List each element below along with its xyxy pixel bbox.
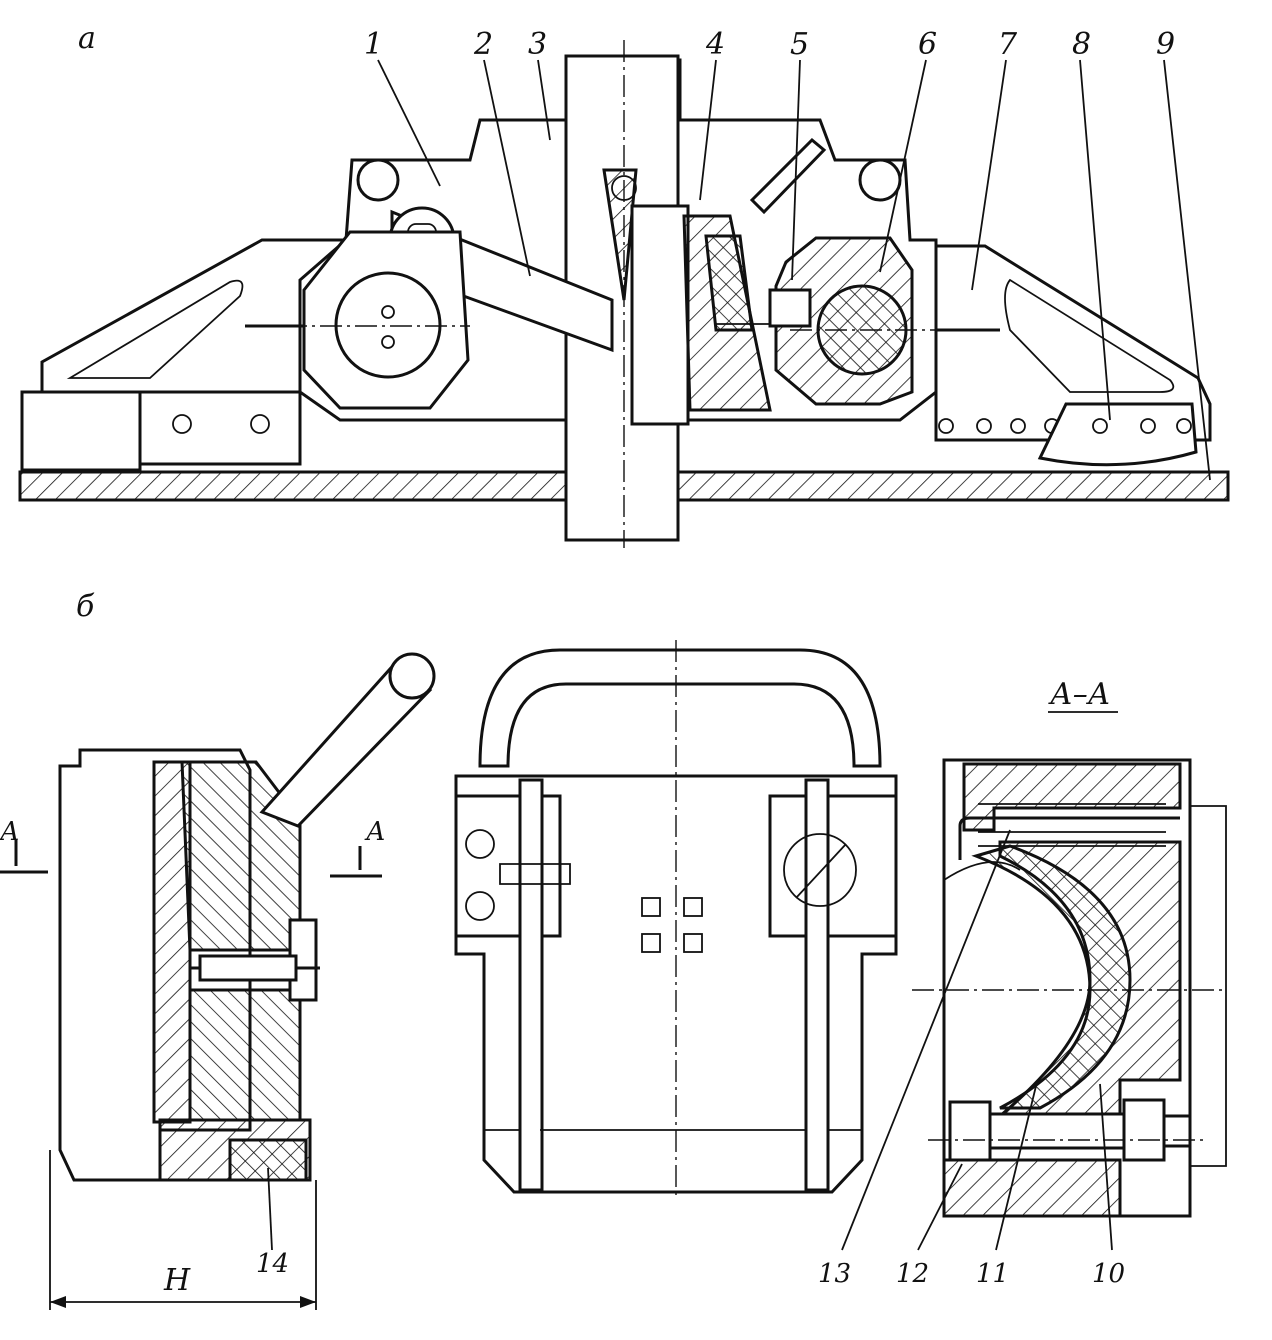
callout-12: 12 xyxy=(896,1259,929,1289)
front-view xyxy=(454,640,898,1200)
view-b-label: б xyxy=(76,589,95,624)
callout-10: 10 xyxy=(1092,1259,1125,1289)
rivet-icon xyxy=(172,414,270,434)
section-a-a: А–А xyxy=(818,677,1227,1289)
section-label: А–А xyxy=(1048,677,1110,712)
section-arrow-left: А xyxy=(0,817,20,847)
view-a: а xyxy=(18,21,1230,548)
view-a-label: а xyxy=(78,21,96,56)
jaw-insert-11 xyxy=(971,844,1132,1110)
view-b: б А А Н xyxy=(0,589,1227,1310)
callout-14: 14 xyxy=(256,1249,289,1279)
eccentric-disc xyxy=(334,271,442,379)
ring-right xyxy=(858,158,902,202)
callout-8: 8 xyxy=(1072,27,1091,62)
ring-left xyxy=(356,158,400,202)
rivet-pattern-icon xyxy=(641,897,703,953)
callout-1: 1 xyxy=(364,27,383,62)
bolt-head-12 xyxy=(948,1100,992,1162)
callout-4: 4 xyxy=(705,27,725,62)
callout-5: 5 xyxy=(790,27,809,62)
nut-14 xyxy=(228,1138,308,1182)
callout-13: 13 xyxy=(818,1259,851,1289)
carry-handle xyxy=(478,648,882,768)
left-base-block xyxy=(20,390,142,472)
callout-leaders-a xyxy=(377,59,1211,481)
callout-11: 11 xyxy=(976,1259,1009,1289)
handle-rod xyxy=(749,137,827,215)
callout-leaders-b xyxy=(841,829,1113,1251)
callout-2: 2 xyxy=(473,27,493,62)
callout-3: 3 xyxy=(528,27,547,62)
left-clamp-plate xyxy=(138,382,302,466)
callout-7: 7 xyxy=(998,27,1018,62)
dimension-h: Н xyxy=(163,1263,191,1298)
side-section: А А Н 14 xyxy=(0,652,436,1310)
callout-9: 9 xyxy=(1156,27,1175,62)
section-arrow-right: А xyxy=(364,817,386,847)
left-wing xyxy=(40,238,348,394)
shoe-segment xyxy=(1037,402,1198,467)
callout-6: 6 xyxy=(918,27,937,62)
